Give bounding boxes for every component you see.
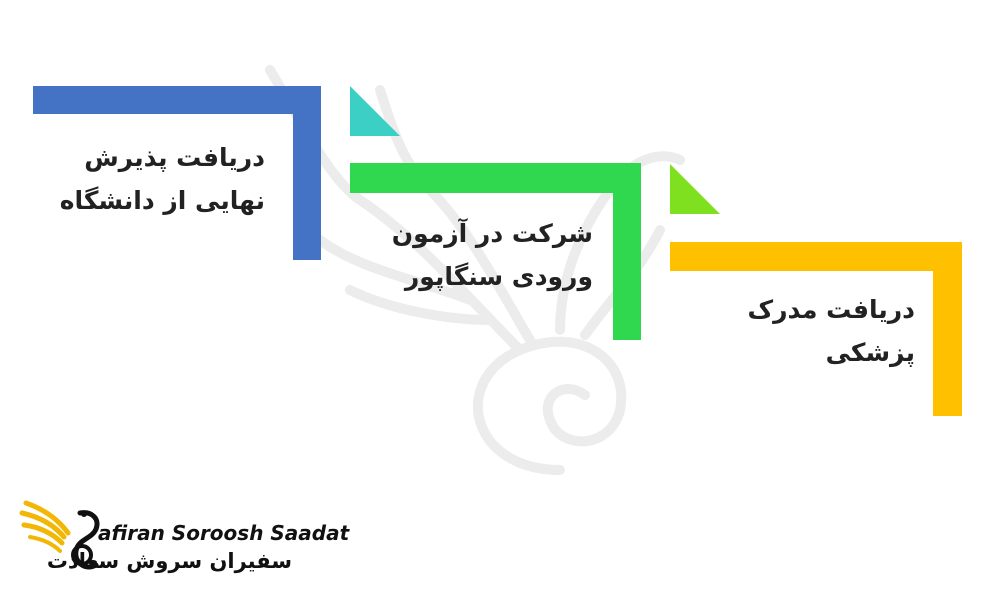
step-2-label: شرکت در آزمون ورودی سنگاپور xyxy=(355,212,593,298)
step-1-label-line2: نهایی از دانشگاه xyxy=(59,186,265,215)
step-1-frame-side xyxy=(293,86,321,260)
step-2-triangle-icon xyxy=(670,164,720,214)
step-3-label-line1: دریافت مدرک xyxy=(747,295,915,324)
step-2-frame-side xyxy=(613,163,641,340)
logo-latin-text: afiran Soroosh Saadat xyxy=(98,521,350,545)
step-3-frame-side xyxy=(933,242,962,416)
step-1-label: دریافت پذیرش نهایی از دانشگاه xyxy=(40,136,265,222)
step-1-triangle-icon xyxy=(350,86,400,136)
company-logo: afiran Soroosh Saadat سفیران سروش سعادت xyxy=(18,495,349,585)
phoenix-logo-icon xyxy=(19,500,100,570)
step-1-label-line1: دریافت پذیرش xyxy=(84,143,265,172)
logo-persian-text: سفیران سروش سعادت xyxy=(46,549,292,573)
step-1-frame-top xyxy=(33,86,321,114)
step-3-label-line2: پزشکی xyxy=(825,338,915,367)
step-3-label: دریافت مدرک پزشکی xyxy=(690,288,915,374)
step-2-frame-top xyxy=(350,163,641,193)
step-2-label-line1: شرکت در آزمون xyxy=(391,219,593,248)
step-2-label-line2: ورودی سنگاپور xyxy=(404,262,593,291)
step-3-frame-top xyxy=(670,242,962,271)
